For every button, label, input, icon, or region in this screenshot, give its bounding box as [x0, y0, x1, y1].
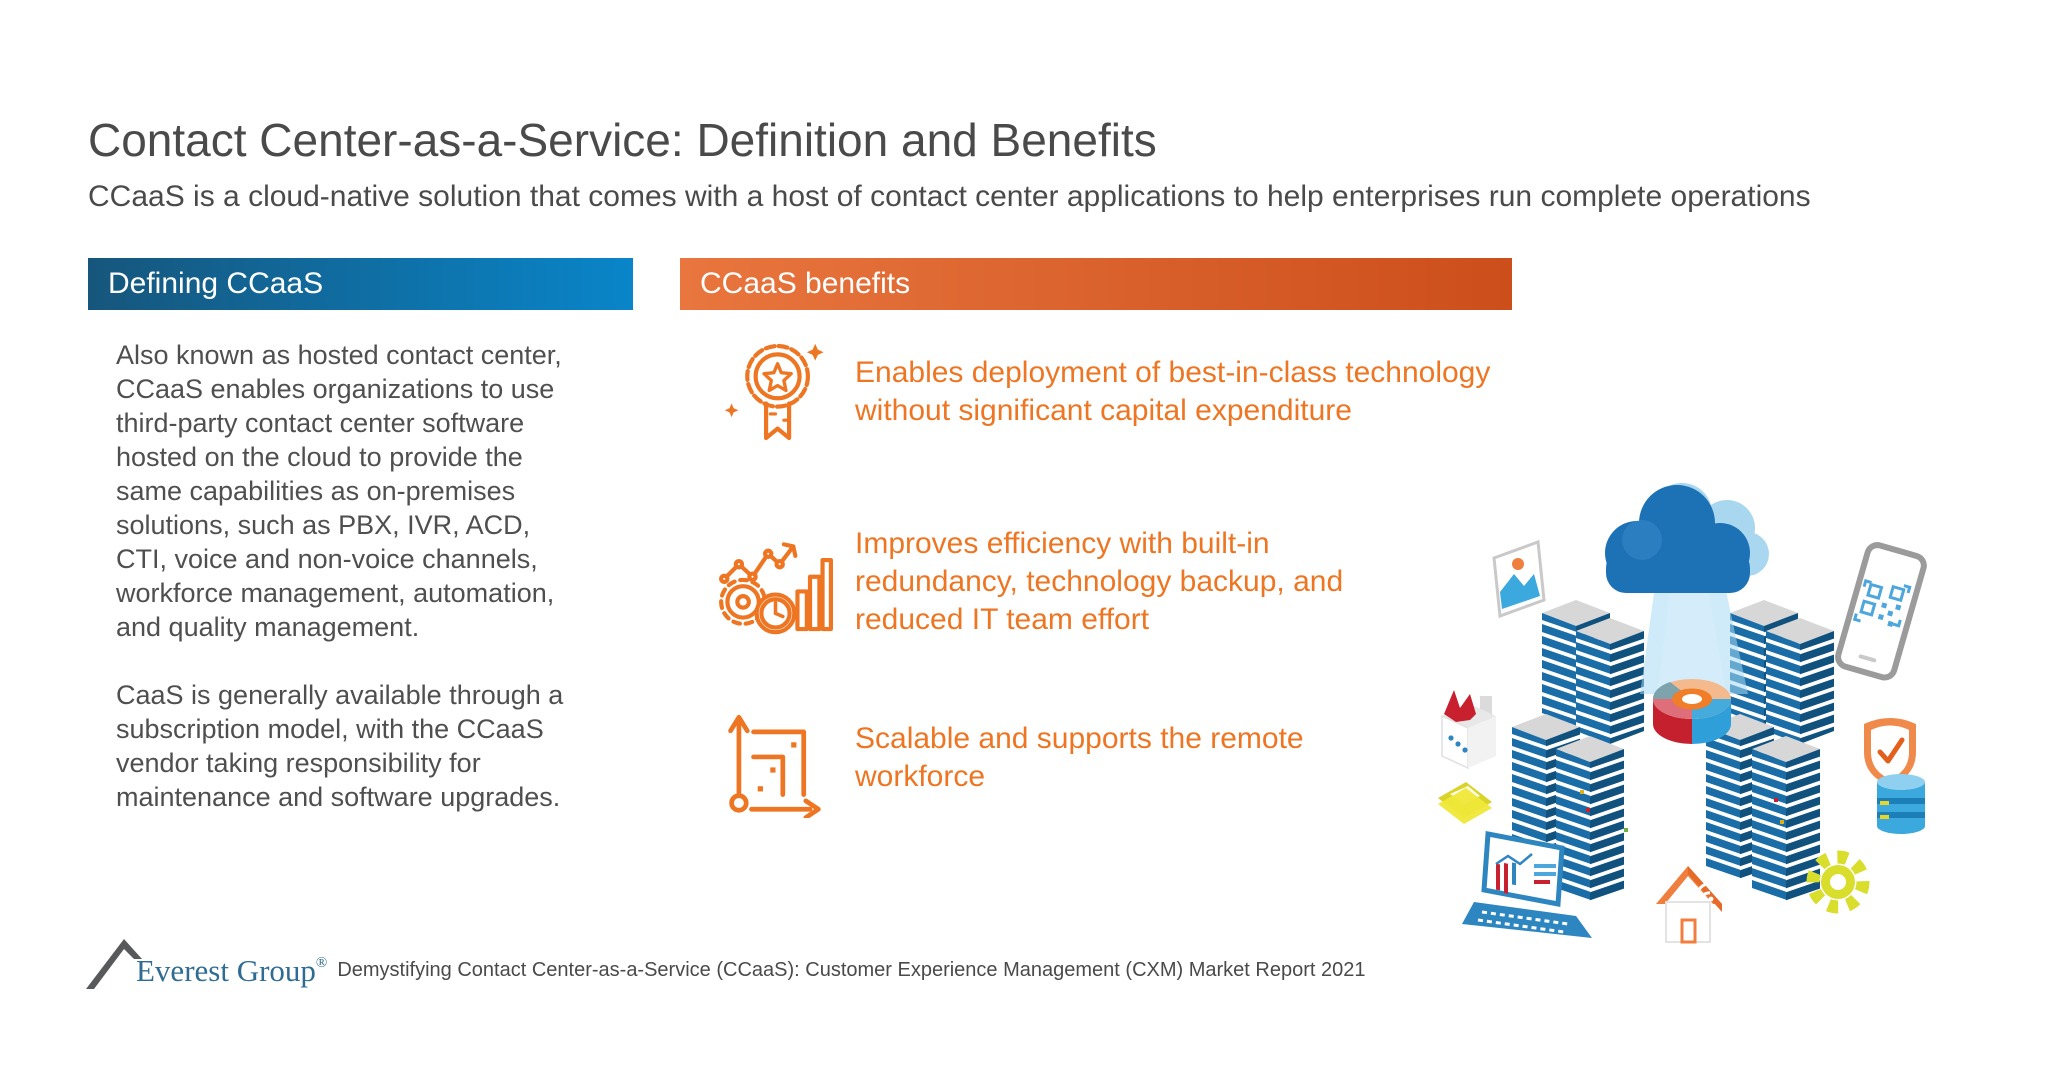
award-ribbon-icon	[718, 332, 833, 452]
definition-line: maintenance and software upgrades.	[116, 782, 561, 812]
database-icon	[1877, 774, 1925, 834]
gear-icon	[1806, 850, 1870, 914]
footer: Everest Group® Demystifying Contact Cent…	[84, 932, 1365, 992]
download-beam	[1640, 586, 1748, 694]
definition-line: vendor taking responsibility for	[116, 748, 481, 778]
benefit-line: workforce	[855, 760, 986, 793]
registered-mark: ®	[315, 955, 328, 971]
benefit-line: redundancy, technology backup, and	[855, 565, 1344, 598]
definition-line: subscription model, with the CCaaS	[116, 714, 544, 744]
benefit-text: Improves efficiency with built-in redund…	[855, 525, 1343, 639]
benefit-line: reduced IT team effort	[855, 603, 1150, 636]
everest-mountain-logo-icon	[86, 939, 142, 989]
definition-line: solutions, such as PBX, IVR, ACD,	[116, 510, 531, 540]
definition-line: same capabilities as on-premises	[116, 476, 516, 506]
brand-name: Everest Group®	[136, 953, 328, 988]
cloud-icon	[1605, 483, 1769, 593]
benefit-item: Scalable and supports the remote workfor…	[680, 698, 1512, 818]
benefit-text: Scalable and supports the remote workfor…	[855, 720, 1304, 796]
definition-line: CCaaS enables organizations to use	[116, 374, 555, 404]
definition-line: and quality management.	[116, 612, 420, 642]
benefit-text: Enables deployment of best-in-class tech…	[855, 354, 1490, 430]
donut-chart-icon	[1652, 679, 1731, 744]
benefits-header-bar: CCaaS benefits	[680, 258, 1512, 310]
defining-header-bar: Defining CCaaS	[88, 258, 633, 310]
defining-body: Also known as hosted contact center, CCa…	[88, 310, 633, 814]
photo-image-icon	[1492, 539, 1546, 619]
benefits-section: CCaaS benefits Enables deployment of bes…	[680, 258, 1512, 818]
page-title: Contact Center-as-a-Service: Definition …	[88, 113, 1157, 166]
shield-check-icon	[1864, 718, 1916, 786]
benefit-line: Enables deployment of best-in-class tech…	[855, 356, 1491, 389]
benefit-item: Improves efficiency with built-in redund…	[680, 522, 1512, 642]
scalability-growth-arrows-icon	[718, 698, 833, 818]
smartphone-qr-icon	[1835, 542, 1927, 681]
definition-line: CTI, voice and non-voice channels,	[116, 544, 538, 574]
server-tower-icons	[1512, 600, 1834, 902]
laptop-analytics-icon	[1462, 831, 1592, 938]
cloud-datacenter-illustration	[1430, 468, 1975, 1013]
definition-line: CaaS is generally available through a	[116, 680, 564, 710]
benefits-header-label: CCaaS benefits	[700, 267, 911, 300]
defining-paragraph-2: CaaS is generally available through a su…	[116, 678, 633, 814]
factory-icon	[1441, 690, 1496, 770]
benefit-line: Scalable and supports the remote	[855, 722, 1304, 755]
benefit-line: Improves efficiency with built-in	[855, 527, 1270, 560]
defining-section: Defining CCaaS Also known as hosted cont…	[88, 258, 633, 848]
house-wifi-icon	[1656, 866, 1722, 944]
defining-paragraph-1: Also known as hosted contact center, CCa…	[116, 338, 633, 644]
efficiency-gear-clock-chart-icon	[718, 522, 833, 642]
folder-icon	[1438, 782, 1492, 824]
source-citation: Demystifying Contact Center-as-a-Service…	[337, 959, 1366, 981]
definition-line: hosted on the cloud to provide the	[116, 442, 523, 472]
benefit-line: without significant capital expenditure	[855, 394, 1352, 427]
definition-line: Also known as hosted contact center,	[116, 340, 562, 370]
defining-header-label: Defining CCaaS	[108, 267, 324, 300]
benefit-item: Enables deployment of best-in-class tech…	[680, 332, 1512, 452]
definition-line: workforce management, automation,	[116, 578, 555, 608]
definition-line: third-party contact center software	[116, 408, 525, 438]
page-subtitle: CCaaS is a cloud-native solution that co…	[88, 180, 1811, 213]
